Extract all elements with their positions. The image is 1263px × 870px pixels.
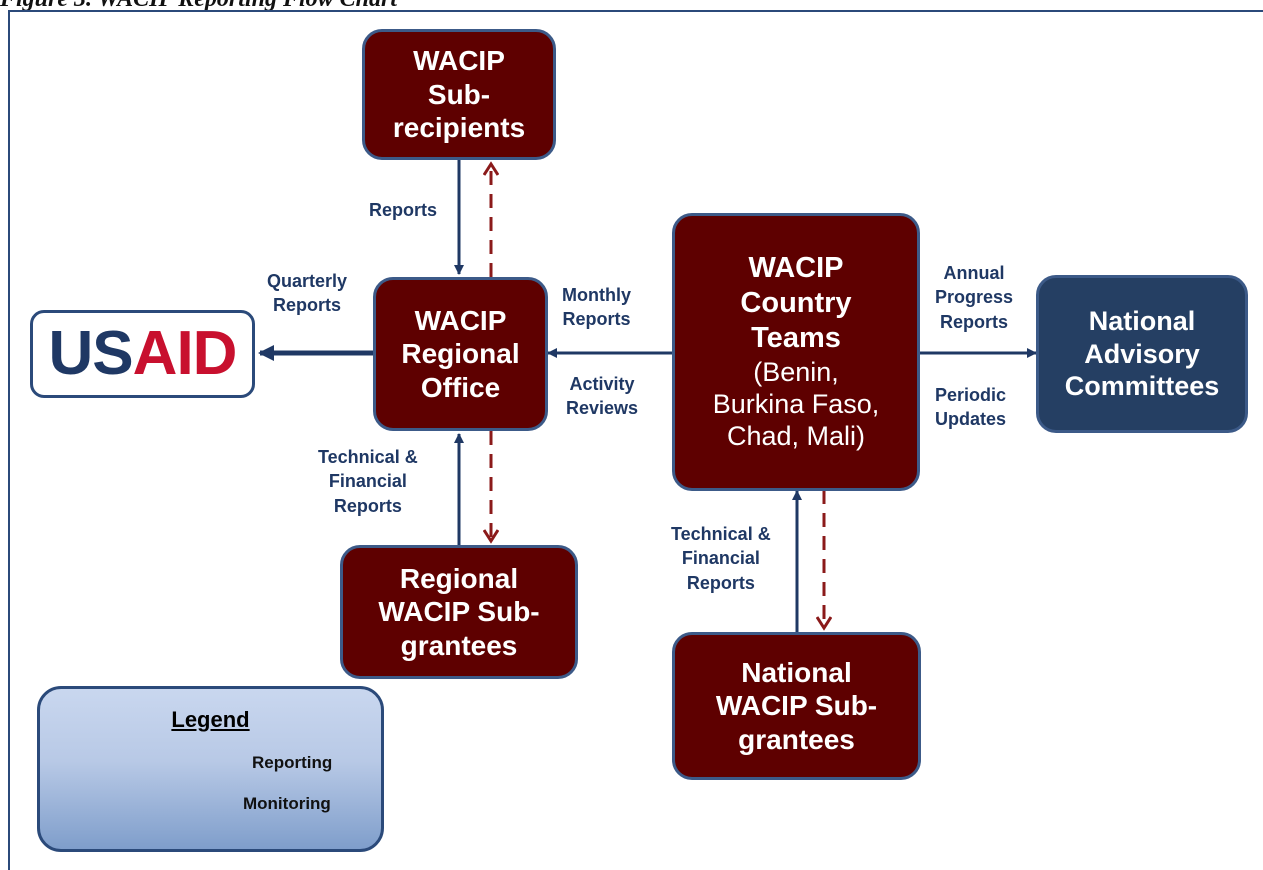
node-text: Regional <box>401 338 520 370</box>
usaid-logo-aid: AID <box>132 319 238 388</box>
node-wacip-regional-office: WACIP Regional Office <box>373 277 548 431</box>
node-text: WACIP <box>413 45 505 77</box>
usaid-logo-us: US <box>48 319 134 388</box>
node-text: National <box>1088 306 1196 337</box>
node-text: National <box>741 656 852 688</box>
node-national-wacip-subgrantees: National WACIP Sub- grantees <box>672 632 921 780</box>
label-text: Reports <box>940 311 1009 332</box>
label-annual-progress-reports: Annual Progress Reports <box>935 261 1013 334</box>
node-text: WACIP <box>748 252 844 285</box>
label-quarterly-reports: Quarterly Reports <box>267 269 347 318</box>
node-text: grantees <box>400 629 518 661</box>
label-text: Monthly <box>562 285 631 305</box>
legend-title: Legend <box>171 707 250 732</box>
label-text: Periodic <box>935 385 1007 405</box>
label-text: Financial <box>328 471 407 492</box>
label-technical-financial-reports-left: Technical & Financial Reports <box>318 445 418 518</box>
label-text: Reports <box>686 572 755 593</box>
label-text: Financial <box>681 548 760 569</box>
label-text: Technical & <box>318 447 418 467</box>
node-national-advisory-committees: National Advisory Committees <box>1036 275 1248 433</box>
legend-reporting-label: Reporting <box>252 753 333 772</box>
legend-box: Legend Reporting Monitoring <box>37 686 384 852</box>
label-activity-reviews: Activity Reviews <box>566 372 638 421</box>
node-text: Regional <box>399 562 519 594</box>
node-wacip-country-teams: WACIP Country Teams (Benin, Burkina Faso… <box>672 213 920 491</box>
node-text: Country <box>740 287 852 320</box>
node-text: Office <box>420 371 501 403</box>
label-text: Annual <box>943 263 1005 283</box>
label-text: Reports <box>273 295 342 316</box>
node-text: recipients <box>392 112 526 144</box>
node-text: WACIP Sub- <box>378 596 540 628</box>
label-text: Activity <box>569 374 635 394</box>
node-text: Chad, Mali) <box>726 421 866 452</box>
label-technical-financial-reports-right: Technical & Financial Reports <box>671 522 771 595</box>
node-text: Burkina Faso, <box>712 389 880 419</box>
label-monthly-reports: Monthly Reports <box>562 283 631 332</box>
label-text: Updates <box>935 409 1007 430</box>
node-text: WACIP Sub- <box>715 690 878 722</box>
label-reports: Reports <box>369 200 438 220</box>
label-text: Quarterly <box>267 271 348 291</box>
label-periodic-updates: Periodic Updates <box>935 383 1006 432</box>
node-text: Advisory <box>1084 338 1200 369</box>
node-regional-wacip-subgrantees: Regional WACIP Sub- grantees <box>340 545 578 679</box>
node-wacip-subrecipients: WACIP Sub- recipients <box>362 29 556 160</box>
node-text: Sub- <box>427 78 491 110</box>
node-text: (Benin, <box>753 356 839 387</box>
label-text: Progress <box>935 287 1014 308</box>
label-text: Reviews <box>566 398 639 419</box>
label-text: Reports <box>562 309 631 330</box>
figure-caption: Figure 3. WACIP Reporting Flow Chart <box>0 0 397 13</box>
legend-monitoring-label: Monitoring <box>243 794 331 813</box>
node-text: grantees <box>738 723 855 755</box>
label-text: Technical & <box>671 524 771 544</box>
label-text: Reports <box>333 495 402 516</box>
diagram-frame <box>8 10 1263 870</box>
node-text: Teams <box>751 321 841 354</box>
node-text: Committees <box>1064 371 1220 402</box>
node-text: WACIP <box>414 304 507 336</box>
